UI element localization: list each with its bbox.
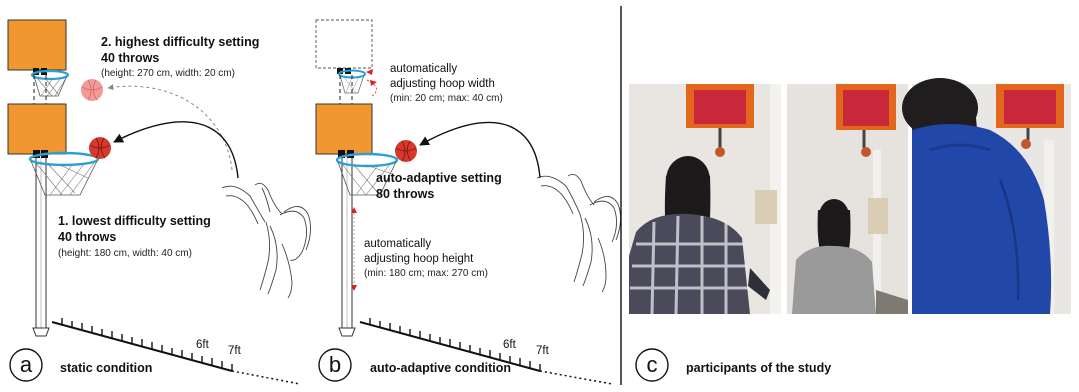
backboard-high <box>7 19 67 71</box>
setting-throws: 80 throws <box>376 187 434 201</box>
panel-a-caption: static condition <box>60 361 152 375</box>
participant-photo-1 <box>629 84 781 315</box>
rim <box>335 152 399 168</box>
thrower-sketch <box>536 173 621 293</box>
panel-a: 6ft 7ft 2. highest difficulty setting 40… <box>7 19 311 385</box>
participant-photo-2 <box>787 84 908 314</box>
high-setting-title: 2. highest difficulty setting <box>101 35 259 49</box>
width-note-line2: adjusting hoop width <box>390 78 495 90</box>
ball <box>89 137 111 159</box>
participant-photo-3 <box>902 78 1071 314</box>
rim-low <box>28 151 100 167</box>
height-note-range: (min: 180 cm; max: 270 cm) <box>364 268 488 279</box>
rim-high <box>30 69 70 81</box>
panel-c-badge <box>635 348 669 382</box>
distance-6ft-label: 6ft <box>503 339 517 351</box>
width-note-range: (min: 20 cm; max: 40 cm) <box>390 93 503 104</box>
panel-b-badge <box>318 348 352 382</box>
distance-7ft-label: 7ft <box>536 345 550 357</box>
panel-c-caption: participants of the study <box>686 361 831 375</box>
backboard <box>315 103 373 155</box>
low-setting-dims: (height: 180 cm, width: 40 cm) <box>58 248 192 259</box>
ball-faded <box>81 79 103 101</box>
trajectory-low <box>113 121 239 179</box>
panel-b-letter: b <box>329 352 341 377</box>
height-note-line2: adjusting hoop height <box>364 253 474 265</box>
width-note-line1: automatically <box>390 63 457 75</box>
trajectory-high <box>107 84 233 171</box>
panel-a-letter: a <box>20 352 33 377</box>
thrower-sketch <box>221 182 311 299</box>
panel-c-letter: c <box>647 352 658 377</box>
trajectory <box>419 121 541 179</box>
height-note-line1: automatically <box>364 238 431 250</box>
panel-b: 6ft 7ft automatically adjusting hoop wid… <box>315 19 621 385</box>
ball <box>395 140 417 162</box>
setting-title: auto-adaptive setting <box>376 171 502 185</box>
panel-a-badge <box>9 348 43 382</box>
distance-7ft-label: 7ft <box>228 345 242 357</box>
distance-6ft-label: 6ft <box>196 339 210 351</box>
low-setting-throws: 40 throws <box>58 230 116 244</box>
panel-b-caption: auto-adaptive condition <box>370 361 511 375</box>
high-setting-dims: (height: 270 cm, width: 20 cm) <box>101 68 235 79</box>
backboard-ghost <box>315 19 373 69</box>
low-setting-title: 1. lowest difficulty setting <box>58 214 211 228</box>
backboard-low <box>7 103 67 155</box>
panel-c: c participants of the study <box>629 78 1071 382</box>
high-setting-throws: 40 throws <box>101 51 159 65</box>
